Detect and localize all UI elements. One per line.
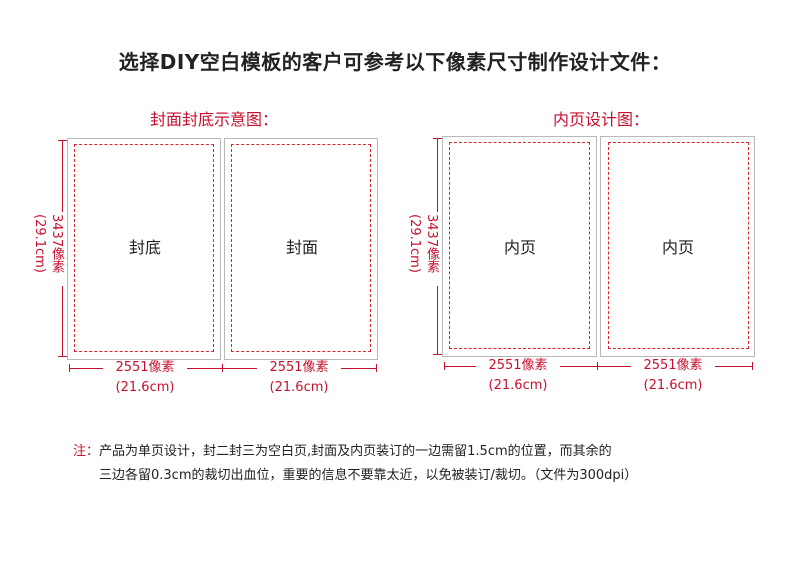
cover-front-bleed <box>231 144 371 352</box>
inner-width-tick-left <box>444 362 445 370</box>
inner-width-tick-right <box>752 362 753 370</box>
note-label: 注： <box>73 444 100 459</box>
inner-height-px: 3437像素 <box>424 214 439 274</box>
inner-width-line <box>444 366 752 367</box>
cover-width-tick-left <box>69 364 70 372</box>
cover-back-label: 封底 <box>128 238 161 257</box>
inner-right-width-px: 2551像素 <box>631 358 715 374</box>
inner-left-panel <box>442 136 597 357</box>
cover-height-px: 3437像素 <box>49 214 64 274</box>
note-line-1: 注：产品为单页设计，封二封三为空白页,封面及内页装订的一边需留1.5cm的位置，… <box>73 440 612 464</box>
inner-height-tick-bottom <box>433 354 442 355</box>
cover-height-tick-bottom <box>58 356 67 357</box>
inner-left-width-px: 2551像素 <box>476 358 560 374</box>
cover-width-tick-mid <box>222 364 223 372</box>
inner-right-panel <box>600 136 755 357</box>
inner-heading: 内页设计图： <box>553 110 650 129</box>
cover-front-width-cm: (21.6cm) <box>239 380 359 396</box>
cover-back-bleed <box>74 144 214 352</box>
inner-width-tick-mid <box>597 362 598 370</box>
cover-front-width-px: 2551像素 <box>257 360 341 376</box>
cover-height-tick-top <box>58 140 67 141</box>
inner-left-label: 内页 <box>503 238 536 257</box>
page-title: 选择DIY空白模板的客户可参考以下像素尺寸制作设计文件： <box>118 50 672 74</box>
note-text-1: 产品为单页设计，封二封三为空白页,封面及内页装订的一边需留1.5cm的位置，而其… <box>99 444 612 459</box>
inner-height-cm: (29.1cm) <box>407 214 422 273</box>
cover-front-panel <box>224 138 378 360</box>
inner-right-bleed <box>608 142 749 349</box>
cover-width-tick-right <box>376 364 377 372</box>
note-line-2: 三边各留0.3cm的裁切出血位，重要的信息不要靠太近，以免被装订/裁切。（文件为… <box>99 468 638 483</box>
cover-front-label: 封面 <box>285 238 318 257</box>
cover-back-width-px: 2551像素 <box>103 360 187 376</box>
cover-height-cm: (29.1cm) <box>32 214 47 273</box>
inner-left-width-cm: (21.6cm) <box>458 378 578 394</box>
cover-heading: 封面封底示意图： <box>150 110 279 129</box>
inner-right-label: 内页 <box>661 238 694 257</box>
inner-left-bleed <box>449 142 590 349</box>
inner-right-width-cm: (21.6cm) <box>613 378 733 394</box>
cover-back-width-cm: (21.6cm) <box>85 380 205 396</box>
cover-back-panel <box>67 138 221 360</box>
inner-height-tick-top <box>433 138 442 139</box>
